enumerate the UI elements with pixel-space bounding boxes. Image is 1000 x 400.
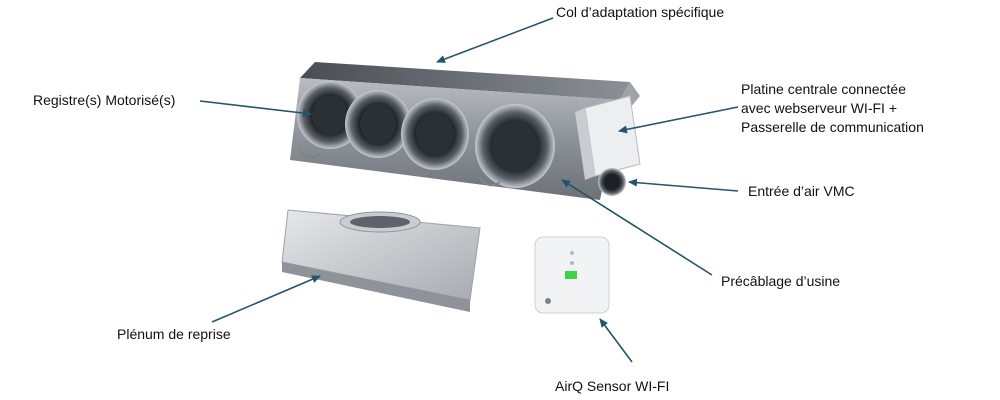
damper-2 — [345, 90, 411, 158]
vmc-air-inlet — [598, 168, 626, 196]
factory-cables — [299, 149, 501, 187]
central-controller-box — [575, 95, 641, 180]
label-platine-line-1: Platine centrale connectée — [741, 81, 906, 97]
damper-3 — [401, 98, 469, 170]
motorized-plenum-unit — [290, 62, 641, 200]
arrow-platine — [618, 106, 739, 134]
damper-4 — [475, 104, 555, 188]
label-airq-sensor: AirQ Sensor WI-FI — [555, 378, 670, 394]
arrow-col — [436, 17, 554, 63]
arrow-registre — [199, 100, 312, 118]
label-plenum-reprise: Plénum de reprise — [117, 326, 231, 342]
label-precablage: Précâblage d’usine — [721, 273, 841, 289]
sensor-led — [565, 271, 577, 279]
arrow-plenum — [211, 275, 321, 323]
label-platine-line-3: Passerelle de communication — [741, 119, 924, 135]
label-platine-line-2: avec webserveur WI-FI + — [741, 100, 897, 116]
return-plenum — [281, 209, 481, 312]
arrow-precablage — [561, 179, 713, 276]
label-registre-motorise: Registre(s) Motorisé(s) — [33, 92, 176, 108]
airq-sensor-device — [534, 236, 610, 314]
label-entree-air: Entrée d’air VMC — [748, 183, 855, 199]
arrow-airq — [599, 318, 633, 363]
callout-arrows — [199, 17, 739, 363]
arrow-entree — [628, 178, 739, 192]
label-col-adaptation: Col d’adaptation spécifique — [556, 4, 725, 20]
